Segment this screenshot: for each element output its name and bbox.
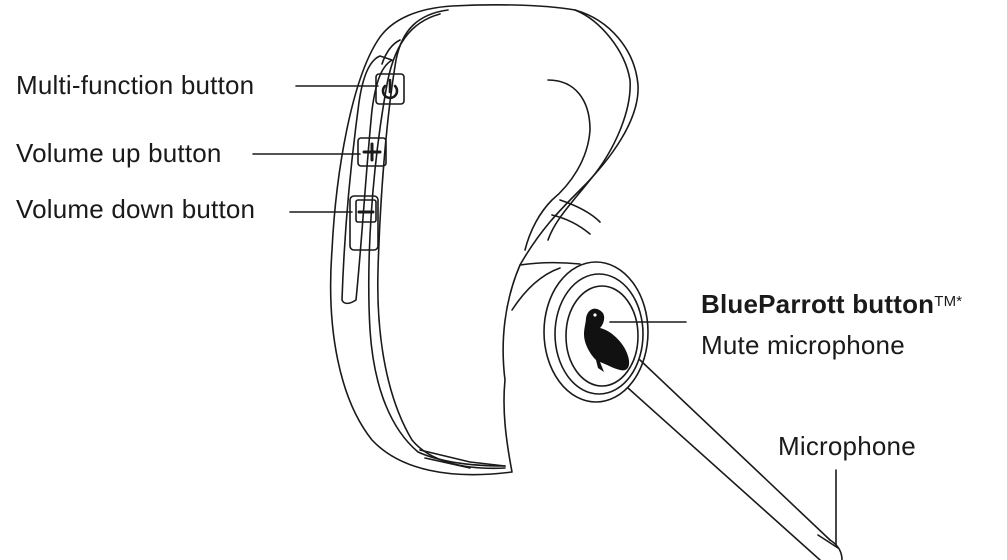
earpiece-edge-strip bbox=[367, 13, 506, 467]
ear-hook-inner bbox=[524, 79, 591, 251]
microphone-label: Microphone bbox=[778, 431, 916, 461]
volume-down-button bbox=[349, 195, 379, 251]
multifunction-button bbox=[375, 73, 405, 105]
blueparrott-ring-mid bbox=[554, 273, 644, 395]
ear-hook-outer bbox=[547, 9, 631, 241]
earpiece-outer-outline bbox=[329, 4, 639, 476]
blueparrott-ring-inner bbox=[565, 285, 639, 387]
mute-microphone-label: Mute microphone bbox=[701, 330, 905, 360]
mic-boom-top bbox=[639, 359, 831, 541]
plus-icon bbox=[362, 142, 382, 162]
blueparrott-button-label: BlueParrott buttonTM* bbox=[701, 289, 962, 319]
volume-up-button-label: Volume up button bbox=[16, 138, 222, 168]
parrot-logo bbox=[584, 308, 630, 372]
mic-boom-bottom bbox=[627, 387, 821, 560]
trademark-mark: TM* bbox=[934, 293, 963, 310]
volume-down-button-label: Volume down button bbox=[16, 194, 256, 224]
blueparrott-button-name: BlueParrott button bbox=[701, 289, 935, 319]
volume-up-button bbox=[357, 137, 387, 167]
button-panel bbox=[341, 55, 393, 305]
power-icon bbox=[381, 78, 399, 100]
earpiece-inner-band bbox=[376, 9, 506, 470]
blueparrott-ring-outer bbox=[543, 261, 649, 403]
multifunction-button-label: Multi-function button bbox=[16, 70, 255, 100]
